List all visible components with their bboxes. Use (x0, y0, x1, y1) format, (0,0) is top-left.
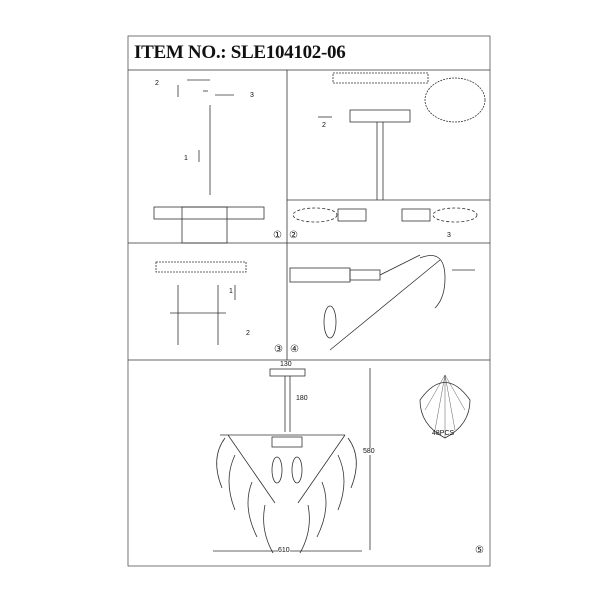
panel-4-glass (289, 254, 475, 351)
callout-1b: 1 (229, 288, 233, 295)
step-4-label: ④ (290, 344, 299, 355)
outer-frame (127, 35, 491, 567)
step-2-label: ② (289, 230, 298, 241)
callout-2: 2 (155, 80, 159, 87)
panel-2-canopy (287, 72, 490, 223)
step-3-label: ③ (274, 344, 283, 355)
total-height-dimension: 580 (363, 448, 375, 455)
glass-count-label: 48PCS (432, 430, 455, 437)
callout-1: 1 (184, 155, 188, 162)
panel-3-mounting (155, 261, 247, 345)
step-1-label: ① (273, 230, 282, 241)
rod-length-dimension: 180 (296, 395, 308, 402)
callout-2c: 2 (246, 330, 250, 337)
canopy-width-dimension: 130 (280, 361, 292, 368)
panel-5-final (213, 368, 471, 554)
item-number-title: ITEM NO.: SLE104102-06 (134, 42, 346, 63)
callout-2b: 2 (322, 122, 326, 129)
panel-1-rod (153, 79, 265, 244)
step-5-label: ⑤ (475, 545, 484, 556)
diameter-dimension: 610 (278, 547, 290, 554)
callout-3: 3 (250, 92, 254, 99)
callout-3b: 3 (447, 232, 451, 239)
